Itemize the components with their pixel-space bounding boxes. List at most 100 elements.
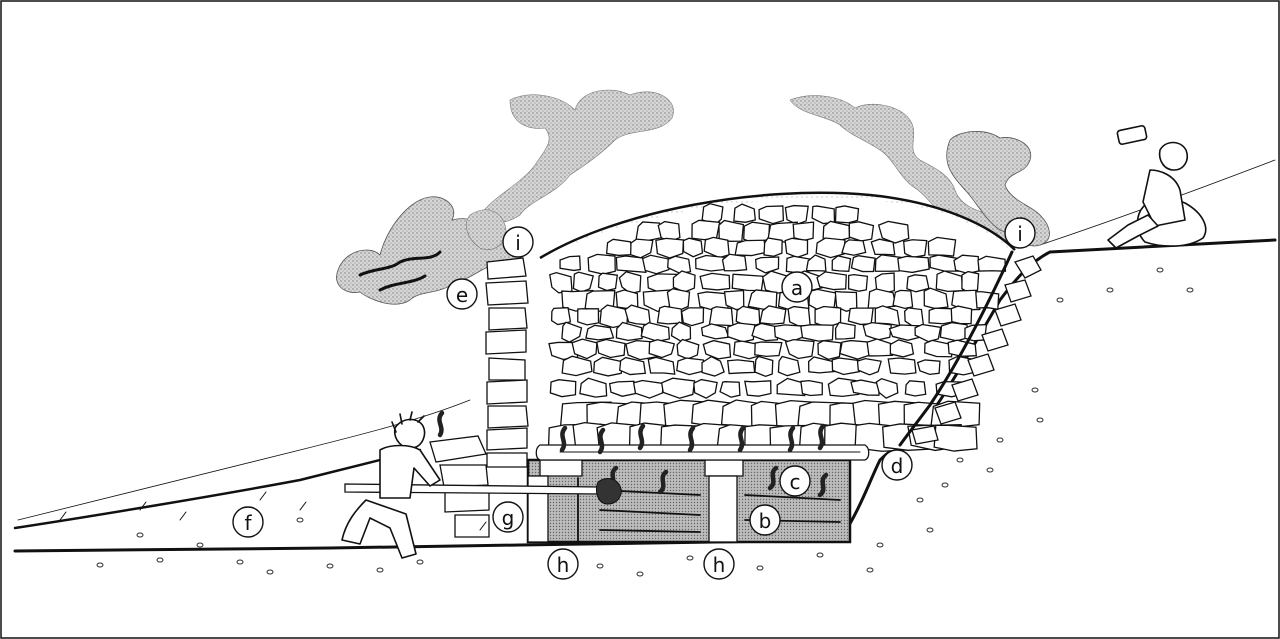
stone xyxy=(907,275,929,292)
stone xyxy=(755,342,782,356)
stone xyxy=(696,256,726,271)
stone xyxy=(928,237,955,256)
pebble xyxy=(987,468,993,472)
stone xyxy=(851,256,875,272)
stone xyxy=(904,240,927,258)
pebble xyxy=(137,533,143,537)
label-g: g xyxy=(493,502,523,532)
pebble xyxy=(877,543,883,547)
stone xyxy=(816,238,845,258)
stone xyxy=(700,273,729,290)
pebble xyxy=(942,483,948,487)
stone xyxy=(832,358,859,374)
pebble xyxy=(1037,418,1043,422)
stone xyxy=(929,308,954,324)
stone xyxy=(560,256,580,270)
pebble xyxy=(197,543,203,547)
stone xyxy=(801,381,822,396)
pebble xyxy=(1057,298,1063,302)
stone xyxy=(905,308,924,326)
label-text-f: f xyxy=(244,511,252,535)
stone xyxy=(788,307,810,326)
stone xyxy=(835,206,858,223)
stone xyxy=(607,239,634,255)
pebble xyxy=(1107,288,1113,292)
stone xyxy=(818,341,841,360)
label-text-g: g xyxy=(502,506,515,530)
stone xyxy=(656,238,684,258)
stone xyxy=(578,309,599,325)
stone xyxy=(709,307,733,326)
pebble xyxy=(687,556,693,560)
stone xyxy=(682,308,704,326)
stone xyxy=(785,238,807,257)
pebble xyxy=(757,566,763,570)
label-c: c xyxy=(780,466,810,496)
label-e: e xyxy=(447,279,477,309)
stone xyxy=(888,358,916,374)
stone xyxy=(550,380,575,397)
label-text-b: b xyxy=(759,509,772,533)
stone xyxy=(898,256,929,272)
pebble xyxy=(597,564,603,568)
label-f: f xyxy=(233,507,263,537)
label-b: b xyxy=(750,505,780,535)
pebble xyxy=(997,438,1003,442)
stone xyxy=(849,222,873,241)
stone xyxy=(893,290,912,308)
label-text-a: a xyxy=(791,276,803,300)
stone xyxy=(692,220,720,239)
stone xyxy=(962,272,979,293)
stone xyxy=(934,425,977,451)
stone xyxy=(954,255,979,273)
label-a: a xyxy=(782,272,812,302)
pebble xyxy=(1157,268,1163,272)
stone xyxy=(851,380,879,395)
stone xyxy=(723,254,747,270)
pebble xyxy=(417,560,423,564)
label-d: d xyxy=(882,450,912,480)
stone xyxy=(832,256,850,271)
pebble xyxy=(1187,288,1193,292)
stone xyxy=(836,322,856,339)
label-text-i1: i xyxy=(515,231,521,255)
stone xyxy=(801,325,833,341)
chimney-column xyxy=(486,258,528,467)
pebble xyxy=(267,570,273,574)
label-text-e: e xyxy=(456,283,468,307)
stone xyxy=(636,222,661,240)
stone xyxy=(815,306,841,327)
label-text-h1: h xyxy=(557,553,570,577)
stone xyxy=(552,308,571,325)
stone xyxy=(732,274,763,290)
stone xyxy=(586,325,614,340)
label-i2: i xyxy=(1005,218,1035,248)
stone xyxy=(849,275,868,292)
pebble xyxy=(1032,388,1038,392)
stone xyxy=(978,256,1005,271)
pebble xyxy=(377,568,383,572)
stone xyxy=(764,238,782,256)
stone xyxy=(842,240,866,255)
pebble xyxy=(917,498,923,502)
stone xyxy=(677,358,704,375)
label-h2: h xyxy=(704,549,734,579)
stone xyxy=(871,239,894,255)
pebble xyxy=(297,518,303,522)
stone xyxy=(616,256,645,272)
pebble xyxy=(157,558,163,562)
pebble xyxy=(867,568,873,572)
stone xyxy=(649,340,674,358)
label-text-h2: h xyxy=(713,553,726,577)
stone xyxy=(719,220,743,241)
stone xyxy=(745,381,771,396)
stone xyxy=(599,273,618,290)
label-text-d: d xyxy=(891,454,904,478)
pebble xyxy=(237,560,243,564)
pebble xyxy=(97,563,103,567)
stone xyxy=(588,254,615,274)
pebble xyxy=(927,528,933,532)
stone xyxy=(848,308,873,324)
